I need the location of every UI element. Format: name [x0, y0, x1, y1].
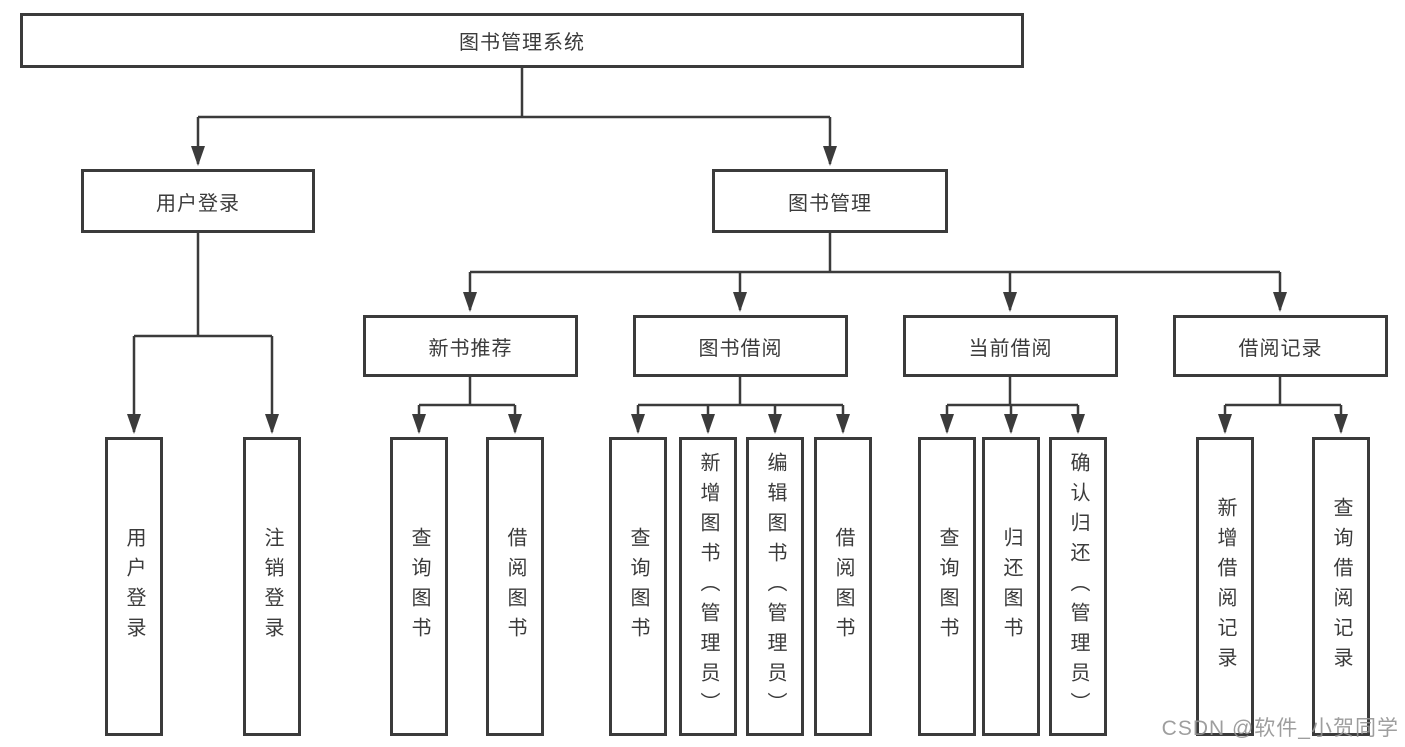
node-label: 编辑图书（管理员） — [764, 451, 786, 722]
leaf-bb-borrow-books: 借阅图书 — [814, 437, 872, 736]
node-label: 用户登录 — [123, 526, 145, 647]
node-book-management: 图书管理 — [712, 169, 948, 233]
leaf-logout-login: 注销登录 — [243, 437, 301, 736]
node-label: 查询图书 — [408, 526, 430, 647]
node-user-login: 用户登录 — [81, 169, 315, 233]
leaf-cb-query-books: 查询图书 — [918, 437, 976, 736]
node-library-management-system: 图书管理系统 — [20, 13, 1024, 68]
leaf-user-login: 用户登录 — [105, 437, 163, 736]
leaf-bb-query-books: 查询图书 — [609, 437, 667, 736]
node-label: 查询图书 — [627, 526, 649, 647]
node-label: 图书管理 — [788, 192, 872, 215]
node-label: 新增借阅记录 — [1214, 496, 1236, 677]
node-label: 查询图书 — [936, 526, 958, 647]
watermark: CSDN @软件_小贺同学 — [1161, 717, 1399, 740]
node-label: 借阅图书 — [832, 526, 854, 647]
node-borrowing-records: 借阅记录 — [1173, 315, 1388, 377]
leaf-br-query-borrow-record: 查询借阅记录 — [1312, 437, 1370, 736]
node-label: 注销登录 — [261, 526, 283, 647]
leaf-cb-confirm-return-admin: 确认归还（管理员） — [1049, 437, 1107, 736]
node-label: 借阅记录 — [1238, 337, 1323, 360]
node-label: 用户登录 — [156, 192, 240, 215]
node-label: 新增图书（管理员） — [697, 451, 719, 722]
leaf-br-add-borrow-record: 新增借阅记录 — [1196, 437, 1254, 736]
node-label: 当前借阅 — [968, 337, 1053, 360]
leaf-nbr-borrow-books: 借阅图书 — [486, 437, 544, 736]
node-label: 图书借阅 — [698, 337, 783, 360]
node-label: 确认归还（管理员） — [1067, 451, 1089, 722]
node-label: 新书推荐 — [428, 337, 513, 360]
node-label: 归还图书 — [1000, 526, 1022, 647]
node-label: 借阅图书 — [504, 526, 526, 647]
node-label: 图书管理系统 — [459, 32, 585, 54]
leaf-bb-add-books-admin: 新增图书（管理员） — [679, 437, 737, 736]
node-label: 查询借阅记录 — [1330, 496, 1352, 677]
leaf-nbr-query-books: 查询图书 — [390, 437, 448, 736]
node-book-borrowing: 图书借阅 — [633, 315, 848, 377]
leaf-bb-edit-books-admin: 编辑图书（管理员） — [746, 437, 804, 736]
node-current-borrowing: 当前借阅 — [903, 315, 1118, 377]
node-new-book-recommendation: 新书推荐 — [363, 315, 578, 377]
leaf-cb-return-books: 归还图书 — [982, 437, 1040, 736]
